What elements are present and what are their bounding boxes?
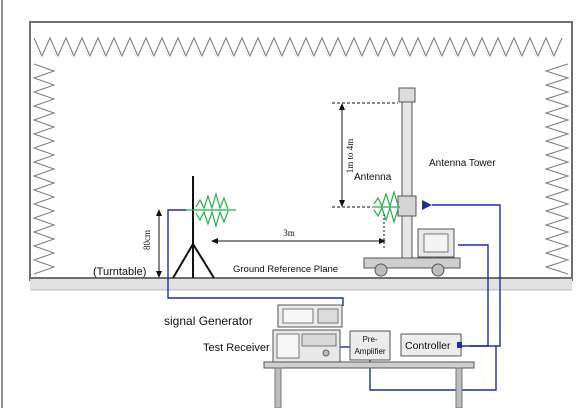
tower-cap: [398, 87, 416, 103]
tower-mast: [401, 101, 413, 261]
test-receiver: [272, 329, 341, 363]
distance-dimension: [211, 214, 386, 248]
rx-antenna-upper-elements: [373, 189, 399, 209]
signal-generator: [277, 304, 343, 328]
pre-amplifier-body: [349, 330, 391, 361]
controller-label: Controller: [405, 340, 451, 352]
tower-motor-face: [423, 233, 449, 253]
table-leg-left: [274, 367, 282, 408]
eut-antenna-lower-elements: [195, 209, 229, 229]
controller-cable: [458, 244, 489, 347]
pre-amplifier-label-line2: Amplifier: [354, 347, 385, 356]
test-receiver-knob: [322, 349, 330, 357]
rx-antenna-lower-elements: [373, 205, 399, 225]
test-receiver-label: Test Receiver: [203, 342, 270, 354]
eut-antenna-upper-elements: [195, 191, 229, 211]
eut-height-label: 80cm: [142, 230, 152, 250]
table-leg-right: [455, 367, 463, 408]
tower-rx-cable: [432, 204, 501, 347]
table-top: [263, 361, 475, 369]
right-wall-absorbers: [544, 63, 570, 275]
tower-base: [363, 257, 461, 269]
tripod-leg-left: [172, 243, 194, 279]
equipment-table: [263, 361, 475, 408]
controller: [400, 333, 462, 357]
antenna-label: Antenna: [354, 172, 392, 183]
turntable-label: (Turntable): [93, 266, 146, 278]
rf-cables: [167, 204, 501, 391]
tower-wheel-left: [374, 263, 388, 277]
receiving-antenna: [372, 189, 400, 225]
eut-tripod: [172, 176, 215, 279]
distance-arrow-right: [379, 238, 386, 244]
controller-port: [457, 342, 462, 348]
eut-height-arrow-top: [156, 209, 162, 216]
height-arrow-top: [339, 103, 345, 110]
antenna-tower: [363, 87, 461, 277]
height-range-label: 1m to 4m: [345, 139, 355, 174]
left-wall-absorbers: [32, 63, 56, 275]
test-receiver-panel: [301, 333, 337, 347]
antenna-carriage: [397, 195, 417, 217]
signal-generator-display: [282, 308, 314, 324]
eut-cable: [167, 209, 344, 306]
tower-cable-arrow: [422, 200, 432, 210]
eut-antenna: [184, 191, 236, 229]
ground-plane-label: Ground Reference Plane: [233, 264, 338, 275]
preamp-controller-cable: [369, 346, 497, 391]
tower-wheel-right: [431, 263, 445, 277]
ceiling-absorbers: [33, 36, 563, 58]
antenna-tower-label: Antenna Tower: [429, 158, 496, 169]
pre-amplifier-label-line1: Pre-: [362, 335, 377, 344]
tripod-leg-right: [192, 243, 215, 279]
ground-reference-plane: [30, 277, 572, 291]
distance-arrow-left: [211, 238, 218, 244]
eut-height-dimension: [156, 209, 162, 278]
signal-generator-keypad: [317, 308, 339, 324]
distance-label: 3m: [283, 228, 295, 238]
eut-height-arrow-bottom: [156, 271, 162, 278]
height-range-dimension: [332, 102, 398, 208]
signal-generator-label: signal Generator: [164, 314, 253, 328]
pre-amplifier: [349, 330, 391, 361]
height-arrow-bottom: [339, 200, 345, 207]
floor-strip: [30, 278, 572, 290]
test-receiver-screen: [276, 333, 300, 359]
